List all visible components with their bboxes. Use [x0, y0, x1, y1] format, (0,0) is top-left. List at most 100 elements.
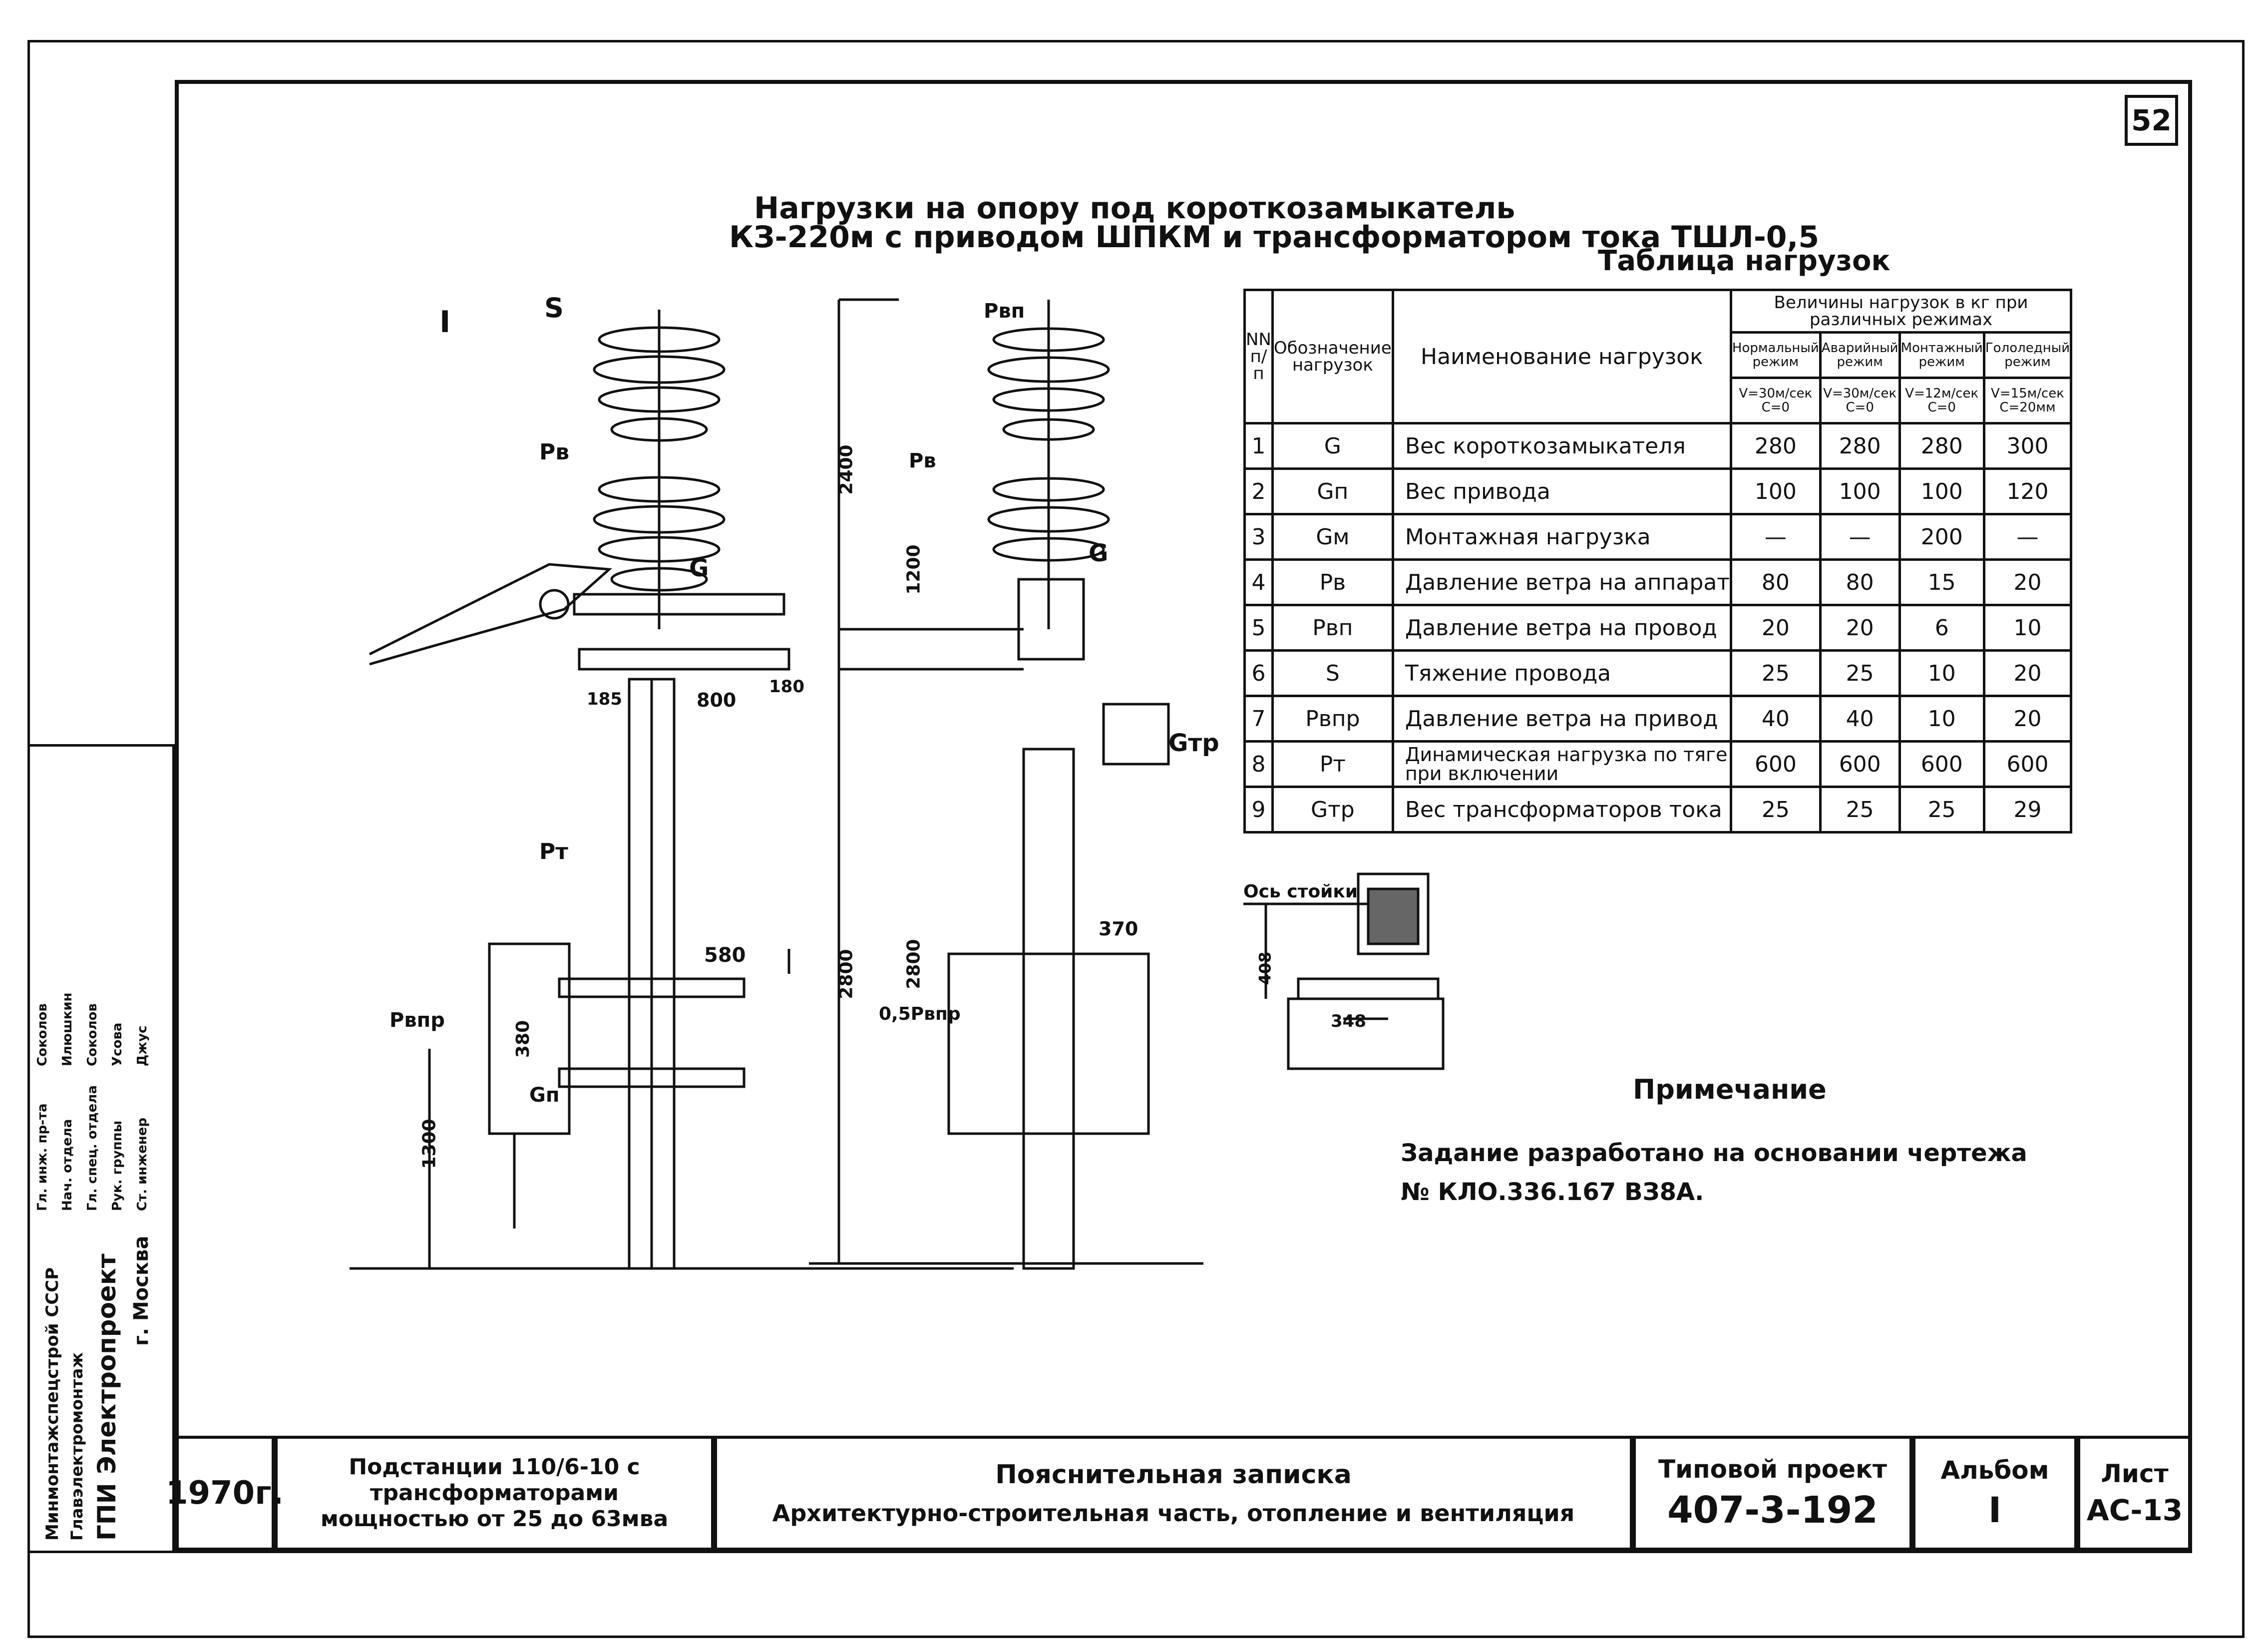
drive-cabinet-side: [947, 952, 1150, 1135]
row-value: 15: [1898, 558, 1985, 606]
label-pt: Рт: [539, 839, 568, 864]
org-ministry: Минмонтажспецстрой СССР: [42, 1267, 62, 1541]
row-sym: Рвпр: [1271, 695, 1394, 743]
dim-2800-a: 2800: [836, 949, 857, 999]
drive-cabinet-front: [488, 942, 571, 1135]
row-value: 25: [1898, 786, 1985, 833]
row-value: 280: [1819, 422, 1901, 470]
role-1: Нач. отдела: [60, 1119, 75, 1211]
name-0: Соколов: [35, 1003, 50, 1066]
row-value: 200: [1898, 513, 1985, 561]
project-cell: Типовой проект 407-3-192: [1633, 1436, 1912, 1551]
label-g-front: G: [689, 554, 709, 582]
loads-table: NN п/п Обозначение нагрузок Наименование…: [1243, 289, 2073, 833]
role-4: Ст. инженер: [135, 1118, 150, 1211]
dim-580: 580: [704, 944, 746, 967]
label-pvp: Рвп: [984, 300, 1025, 323]
table-caption: Таблица нагрузок: [1598, 245, 1890, 277]
object-cell: Подстанции 110/6-10 с трансформаторами м…: [275, 1436, 714, 1551]
row-sym: Рвп: [1271, 604, 1394, 652]
row-value: 600: [1982, 740, 2073, 788]
row-value: 300: [1982, 422, 2073, 470]
row-value: 600: [1729, 740, 1822, 788]
row-value: 600: [1898, 740, 1985, 788]
album-cell: Альбом I: [1912, 1436, 2077, 1551]
dim-185: 185: [587, 689, 622, 709]
name-4: Джус: [135, 1025, 150, 1066]
name-1: Илюшкин: [60, 992, 75, 1066]
row-sym: G: [1271, 422, 1394, 470]
row-value: 25: [1819, 649, 1901, 697]
dim-408: 408: [1255, 951, 1275, 985]
row-value: 80: [1729, 558, 1822, 606]
header-cond-ice: V=15м/сек С=20мм: [1982, 377, 2073, 424]
name-2: Соколов: [85, 1003, 100, 1066]
role-3: Рук. группы: [110, 1120, 125, 1211]
year-cell: 1970г.: [166, 1436, 284, 1551]
row-num: 7: [1243, 695, 1274, 743]
header-mode-emergency: Аварийный режим: [1819, 331, 1901, 379]
header-mode-normal: Нормальный режим: [1729, 331, 1822, 379]
row-sym: Gтр: [1271, 786, 1394, 833]
doc-title-cell: Пояснительная записка Архитектурно-строи…: [714, 1436, 1633, 1551]
drawing-title-line2: КЗ-220м с приводом ШПКМ и трансформаторо…: [729, 220, 1820, 255]
label-pvpr: Рвпр: [389, 1009, 445, 1032]
grounding-blade: [369, 563, 613, 666]
row-value: 280: [1729, 422, 1822, 470]
row-value: 40: [1729, 695, 1822, 743]
name-3: Усова: [110, 1022, 125, 1066]
side-stamp: Минмонтажспецстрой СССР Главэлектромонта…: [27, 744, 175, 1553]
row-value: 10: [1898, 649, 1985, 697]
row-name: Монтажная нагрузка: [1391, 513, 1732, 561]
row-name: Давление ветра на аппарат: [1391, 558, 1732, 606]
row-num: 9: [1243, 786, 1274, 833]
sheet-label: Лист: [2101, 1459, 2169, 1488]
row-value: 25: [1729, 786, 1822, 833]
org-main: Главэлектромонтаж: [67, 1352, 86, 1541]
project-number: 407-3-192: [1667, 1489, 1878, 1532]
row-value: 29: [1982, 786, 2073, 833]
row-value: —: [1982, 513, 2073, 561]
row-sym: S: [1271, 649, 1394, 697]
label-gtr: Gтр: [1168, 729, 1219, 757]
header-cond-normal: V=30м/сек С=0: [1729, 377, 1822, 424]
row-sym: Gп: [1271, 467, 1394, 515]
row-num: 5: [1243, 604, 1274, 652]
label-pv-front: Рв: [539, 439, 570, 465]
row-sym: Рв: [1271, 558, 1394, 606]
support-side-drawing: [809, 298, 1203, 1270]
row-value: 120: [1982, 467, 2073, 515]
label-half-pvpr: 0,5Рвпр: [879, 1004, 961, 1024]
label-i: I: [439, 305, 451, 340]
album-number: I: [1988, 1490, 2002, 1531]
note-line2: № КЛО.336.167 ВЗ8А.: [1401, 1178, 1704, 1206]
row-name: Давление ветра на провод: [1391, 604, 1732, 652]
note-text: Задание разработано на основании чертежа…: [1401, 1134, 2027, 1212]
sheet-inner-border: [175, 80, 2192, 1553]
row-name: Вес трансформаторов тока: [1391, 786, 1732, 833]
header-mode-ice: Гололедный режим: [1982, 331, 2073, 379]
row-num: 3: [1243, 513, 1274, 561]
header-values-group: Величины нагрузок в кг при различных реж…: [1729, 289, 2073, 334]
sheet-number: 52: [2125, 95, 2178, 146]
dim-2400: 2400: [836, 444, 857, 495]
sheet-code: АС-13: [2086, 1493, 2183, 1527]
dim-370: 370: [1099, 918, 1138, 940]
row-value: 100: [1729, 467, 1822, 515]
org-city: г. Москва: [130, 1236, 153, 1346]
header-designation: Обозначение нагрузок: [1271, 289, 1394, 424]
pole-side: [1022, 748, 1075, 1270]
note-line1: Задание разработано на основании чертежа: [1401, 1139, 2027, 1167]
label-axis: Ось стойки: [1243, 881, 1358, 902]
row-num: 6: [1243, 649, 1274, 697]
row-num: 4: [1243, 558, 1274, 606]
row-value: 10: [1898, 695, 1985, 743]
label-gp: Gп: [529, 1084, 560, 1107]
row-value: 25: [1729, 649, 1822, 697]
header-cond-mounting: V=12м/сек С=0: [1898, 377, 1985, 424]
row-value: 6: [1898, 604, 1985, 652]
dim-800: 800: [697, 689, 737, 711]
row-value: 100: [1819, 467, 1901, 515]
